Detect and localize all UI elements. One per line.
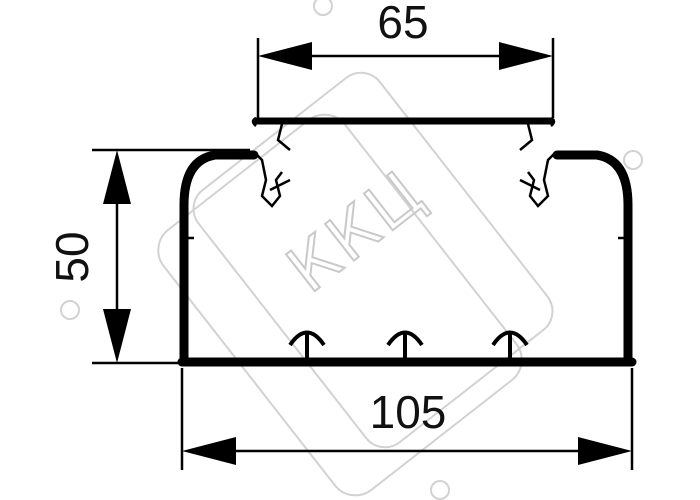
right-clip xyxy=(527,151,557,208)
arrow-right-icon xyxy=(499,42,553,70)
watermark-frame-outer xyxy=(157,113,523,497)
cover-left-edge xyxy=(251,116,257,127)
arrow-up-icon xyxy=(103,150,131,204)
left-clip-arm xyxy=(269,178,291,192)
dimension-bottom: 105 xyxy=(180,368,634,470)
cover-right-edge xyxy=(550,116,556,127)
duct-cover xyxy=(251,116,556,151)
watermark-frame-inner xyxy=(192,71,554,449)
dimension-label-top-width: 65 xyxy=(377,0,428,48)
arrow-left-icon xyxy=(182,437,236,465)
left-clip xyxy=(253,151,283,208)
cover-left-leg xyxy=(276,123,291,151)
retainer-2 xyxy=(386,330,424,358)
profile-left-wall xyxy=(179,150,259,367)
arrow-down-icon xyxy=(103,309,131,363)
retainer-1 xyxy=(288,330,326,358)
cable-retainers xyxy=(288,330,529,358)
cover-right-leg xyxy=(519,123,534,151)
dimension-left: 50 xyxy=(46,148,250,365)
retainer-3 xyxy=(491,330,529,358)
right-clip-arm xyxy=(519,178,541,192)
arrow-right-icon xyxy=(578,437,632,465)
watermark: ККЦ xyxy=(60,0,643,500)
watermark-dot-right xyxy=(623,150,643,170)
watermark-dot-top xyxy=(313,0,333,16)
duct-profile xyxy=(177,150,637,367)
dimension-label-height: 50 xyxy=(46,231,98,282)
watermark-text: ККЦ xyxy=(274,155,440,307)
watermark-dot-left xyxy=(60,300,80,320)
arrow-left-icon xyxy=(258,42,312,70)
dimension-top: 65 xyxy=(256,0,555,118)
dimension-label-bottom-width: 105 xyxy=(370,386,447,438)
profile-right-wall xyxy=(552,150,633,367)
watermark-dot-bottom xyxy=(430,480,450,500)
